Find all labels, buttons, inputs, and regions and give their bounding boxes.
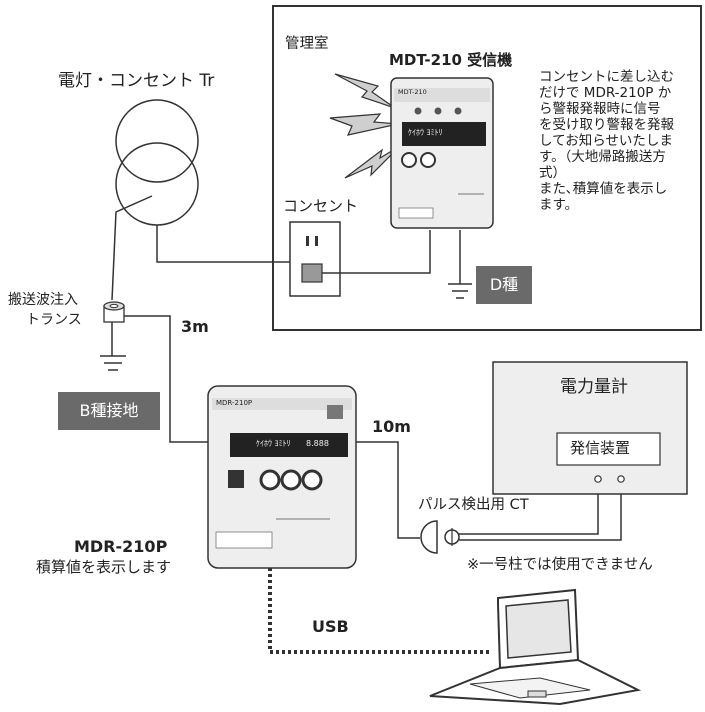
transmitter-box	[556, 432, 661, 466]
ground-d-label: D種	[476, 266, 532, 304]
ground-d-symbol	[448, 230, 472, 299]
injection-label-2: トランス	[26, 312, 82, 328]
usb-cable	[268, 568, 492, 654]
room-label: 管理室	[285, 36, 329, 52]
description-line: す。（大地帰路搬送方	[539, 149, 666, 165]
sender-device	[207, 385, 357, 569]
power-meter-box	[492, 361, 688, 495]
sender-display-text: ｹｲﾎｳ ﾖﾐﾄﾘ	[256, 439, 291, 448]
meter-title: 電力量計	[560, 377, 628, 397]
description-line: ら警報発報時に信号	[539, 101, 661, 117]
receiver-device-label: MDT-210	[398, 88, 427, 96]
ct-wire-1	[459, 482, 599, 535]
ct-icon	[420, 520, 460, 554]
laptop-icon	[429, 588, 642, 706]
signal-bolts	[329, 73, 401, 179]
distance-10m: 10m	[372, 417, 411, 436]
transformer-wires	[100, 195, 298, 371]
usb-label: USB	[312, 617, 349, 636]
transformer-label: 電灯・コンセント Tr	[58, 71, 215, 91]
injection-transformer-icon	[103, 301, 125, 323]
ct-label: パルス検出用 CT	[418, 497, 529, 513]
injection-label-1: 搬送波注入	[8, 292, 78, 308]
ground-b-label: B種接地	[58, 392, 160, 430]
management-room-box	[272, 5, 702, 331]
description-line: ます。	[539, 197, 579, 213]
sender-device-label: MDR-210P	[216, 399, 253, 407]
receiver-description: コンセントに差し込む だけで MDR-210P か ら警報発報時に信号 を受け取…	[539, 69, 699, 213]
description-line: してお知らせいたしま	[539, 133, 673, 149]
cable-3m	[124, 315, 212, 443]
description-line: コンセントに差し込む	[539, 69, 674, 85]
transformer-lower-coil	[115, 142, 199, 226]
sender-subtitle: 積算値を表示します	[36, 558, 172, 576]
receiver-device	[390, 77, 494, 229]
outlet-to-receiver-wire	[322, 230, 431, 274]
description-line: また､積算値を表示し	[539, 181, 668, 197]
receiver-title: MDT-210 受信機	[389, 51, 513, 69]
ct-note: ※一号柱では使用できません	[467, 557, 653, 573]
description-line: 式）	[539, 165, 566, 181]
cable-10m	[356, 441, 420, 539]
outlet-label: コンセント	[283, 197, 359, 215]
outlet-icon	[289, 221, 341, 297]
ct-wire-2	[459, 482, 622, 541]
meter-terminal-1	[594, 475, 602, 483]
description-line: を受け取り警報を発報	[539, 117, 674, 133]
description-line: だけで MDR-210P か	[539, 85, 672, 101]
transformer-upper-coil	[115, 99, 199, 183]
distance-3m: 3m	[181, 317, 209, 336]
meter-terminal-2	[617, 475, 625, 483]
receiver-display-text: ｹｲﾎｳ ﾖﾐﾄﾘ	[408, 128, 443, 137]
sender-title: MDR-210P	[74, 537, 168, 556]
transmitter-label: 発信装置	[570, 439, 631, 457]
sender-display-value: 8.888	[306, 439, 329, 448]
